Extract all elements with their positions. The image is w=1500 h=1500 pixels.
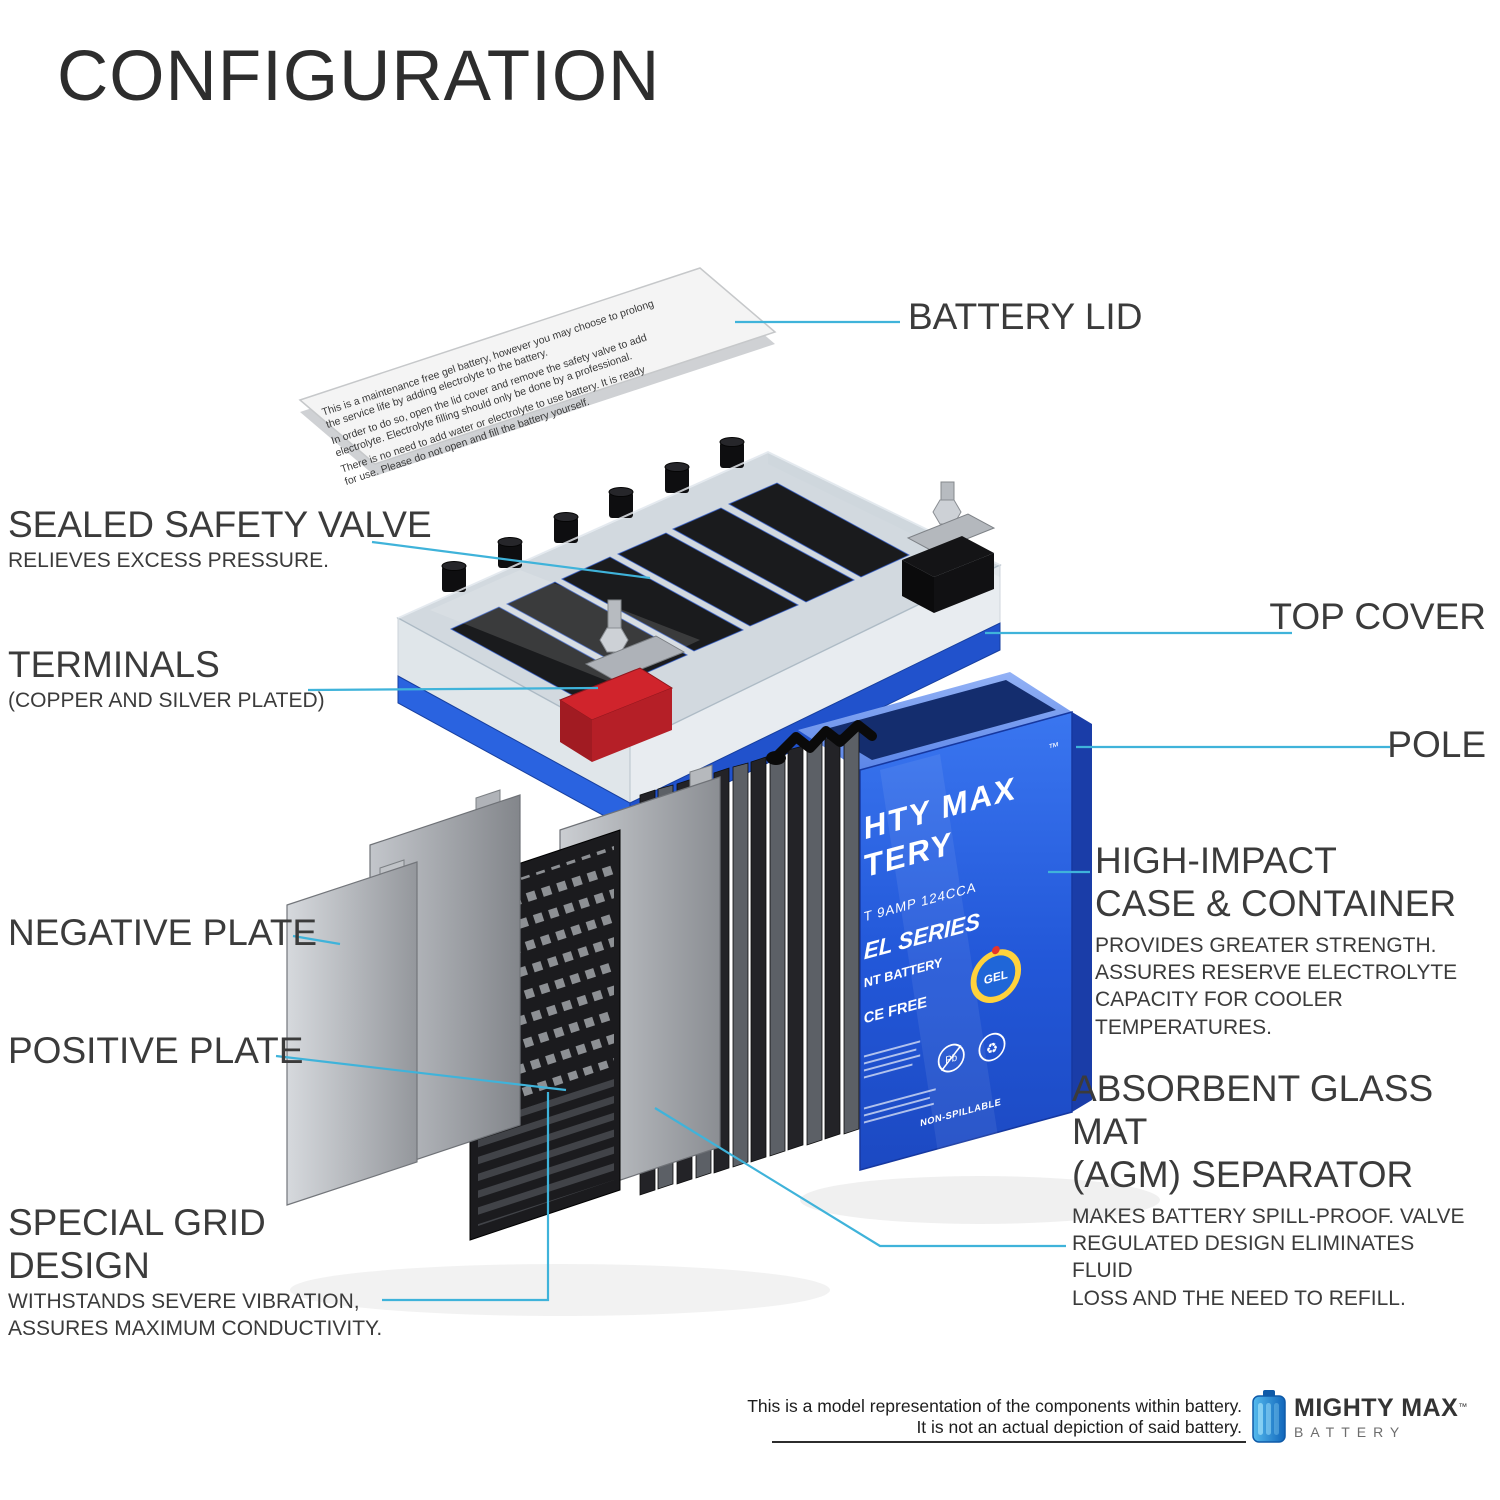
callout-special-grid: SPECIAL GRID DESIGN WITHSTANDS SEVERE VI…: [8, 1202, 408, 1342]
pole-graphic: [766, 720, 877, 765]
callout-positive-plate: POSITIVE PLATE: [8, 1030, 304, 1071]
callout-high-impact-case: HIGH-IMPACT CASE & CONTAINER PROVIDES GR…: [1095, 840, 1497, 1041]
callout-terminals: TERMINALS (COPPER AND SILVER PLATED): [8, 644, 325, 714]
logo-brand-sub: BATTERY: [1294, 1423, 1407, 1440]
negative-plate-graphic: [286, 859, 418, 1206]
callout-subtext: PROVIDES GREATER STRENGTH. ASSURES RESER…: [1095, 933, 1458, 1039]
pb-crossed-icon: [937, 1043, 965, 1073]
leader-agm-separator: [654, 1107, 1066, 1248]
leader-negative-plate: [292, 934, 341, 946]
logo-trademark: ™: [1458, 1401, 1468, 1412]
callout-negative-plate: NEGATIVE PLATE: [8, 912, 318, 953]
case-trademark: ™: [1048, 740, 1059, 755]
callout-label: CASE & CONTAINER: [1095, 882, 1457, 924]
callout-subtext: (COPPER AND SILVER PLATED): [8, 688, 325, 712]
callout-label: (AGM) SEPARATOR: [1072, 1153, 1414, 1195]
logo-brand-name: MIGHTY MAX: [1294, 1393, 1459, 1422]
footer-disclaimer: This is a model representation of the co…: [747, 1396, 1242, 1439]
callout-subtext: WITHSTANDS SEVERE VIBRATION, ASSURES MAX…: [8, 1289, 383, 1341]
footer-line-2: It is not an actual depiction of said ba…: [916, 1417, 1242, 1438]
svg-text:GEL: GEL: [984, 967, 1008, 987]
leader-terminals: [307, 686, 599, 692]
footer-line-1: This is a model representation of the co…: [747, 1396, 1242, 1416]
leader-positive-plate: [275, 1054, 567, 1092]
terminal-right: [902, 481, 996, 613]
footer-divider: [772, 1441, 1246, 1443]
page-title: CONFIGURATION: [57, 37, 661, 116]
leader-sealed-safety-valve: [371, 540, 651, 580]
terminal-left: [558, 599, 686, 762]
vent-caps: [441, 437, 745, 592]
recycle-icon: ♻: [986, 1039, 998, 1058]
callout-label: TERMINALS: [8, 644, 220, 685]
case-fine-print: [863, 1040, 936, 1124]
callout-label: SPECIAL GRID DESIGN: [8, 1202, 266, 1286]
callout-sealed-safety-valve: SEALED SAFETY VALVE RELIEVES EXCESS PRES…: [8, 504, 432, 574]
recycle-icon-ring: [978, 1032, 1006, 1062]
callout-agm-separator: ABSORBENT GLASS MAT (AGM) SEPARATOR MAKE…: [1072, 1068, 1480, 1312]
brand-logo: MIGHTY MAX™ BATTERY: [1252, 1390, 1467, 1444]
callout-label: SEALED SAFETY VALVE: [8, 504, 432, 545]
callout-label: HIGH-IMPACT: [1095, 840, 1337, 881]
callout-top-cover: TOP COVER: [1269, 596, 1486, 637]
battery-logo-icon: [1252, 1390, 1286, 1443]
battery-lid-graphic: This is a maintenance free gel battery, …: [298, 267, 777, 488]
callout-label: ABSORBENT GLASS MAT: [1072, 1068, 1434, 1152]
callout-battery-lid: BATTERY LID: [908, 296, 1143, 337]
callout-subtext: RELIEVES EXCESS PRESSURE.: [8, 548, 329, 572]
gel-badge: GEL: [970, 945, 1022, 1003]
pb-icon-label: Pb: [945, 1052, 957, 1066]
ground-shadows: [290, 1176, 1160, 1316]
callout-subtext: MAKES BATTERY SPILL-PROOF. VALVE REGULAT…: [1072, 1204, 1465, 1310]
case-graphic: ™ HTY MAX TERY T 9AMP 124CCA EL SERIES N…: [798, 672, 1092, 1171]
callout-pole: POLE: [1387, 724, 1486, 765]
leader-special-grid: [382, 1092, 550, 1302]
